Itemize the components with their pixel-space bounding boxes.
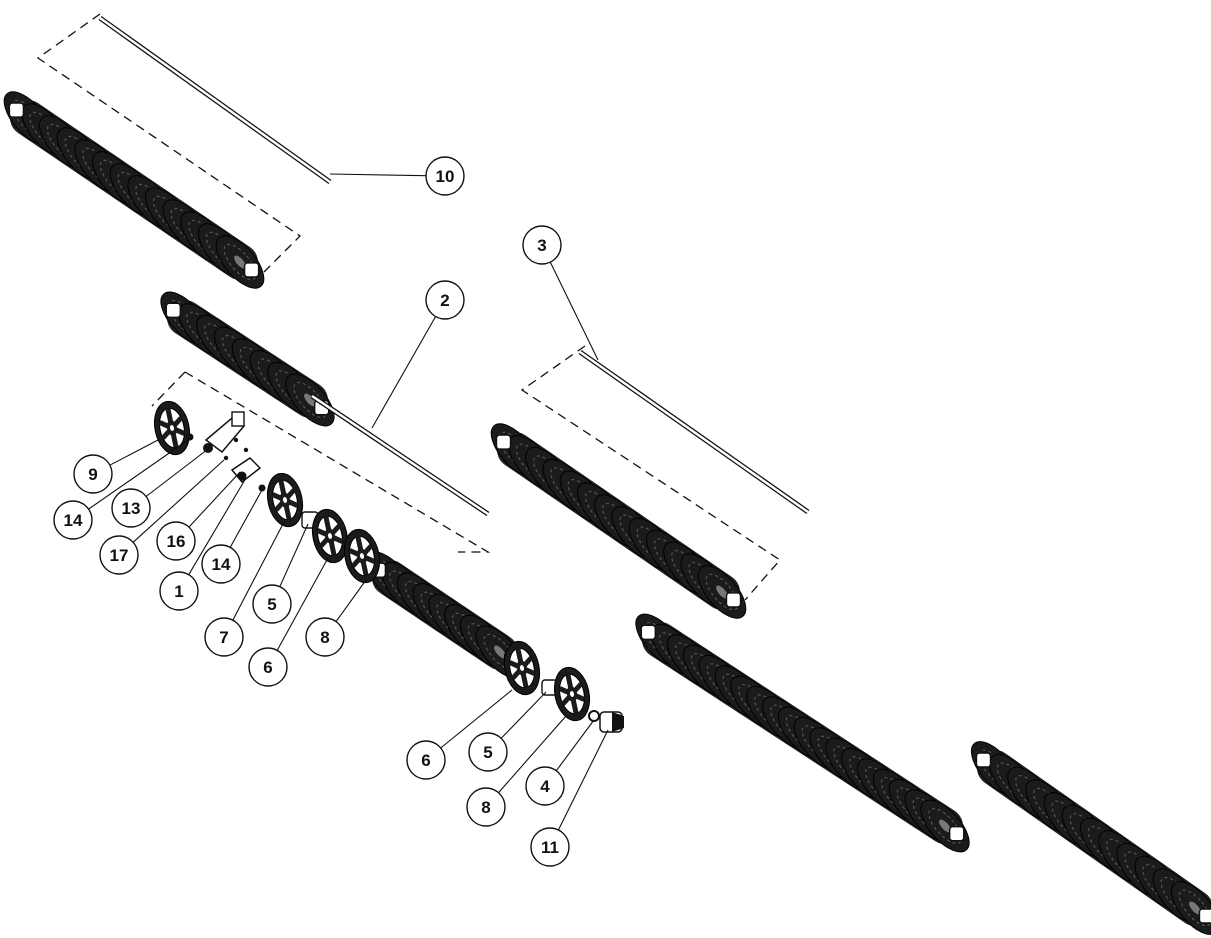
rotor-far-right	[962, 733, 1211, 938]
callout-c8a: 8	[305, 579, 367, 657]
callout-circle	[425, 280, 465, 320]
callout-leader-line	[557, 729, 609, 831]
callout-leader-line	[555, 719, 595, 772]
rotor-group	[0, 83, 1211, 938]
callout-circle	[201, 544, 241, 584]
callout-c17: 17	[99, 459, 225, 575]
shaft-2	[310, 393, 490, 517]
callout-label: 14	[64, 511, 83, 530]
rotor-right-long	[626, 605, 979, 861]
callout-label: 5	[267, 595, 276, 614]
rotor-right-upper	[482, 415, 755, 627]
callout-c1: 1	[159, 477, 247, 611]
sprocket-8b	[550, 664, 594, 724]
callout-c3: 3	[522, 225, 599, 361]
bracket-1	[230, 457, 262, 484]
callout-circle	[159, 571, 199, 611]
callout-c13: 13	[111, 445, 213, 528]
callout-c8b: 8	[466, 715, 567, 827]
callout-c7: 7	[204, 521, 285, 657]
callout-leader-line	[329, 173, 427, 177]
callout-circle	[522, 225, 562, 265]
cap-11	[599, 711, 624, 733]
bolt-hardware	[186, 433, 266, 492]
callout-label: 9	[88, 465, 97, 484]
callout-leader-line	[145, 445, 213, 497]
callout-label: 4	[540, 777, 550, 796]
callout-leader-line	[232, 521, 285, 621]
callout-leader-line	[109, 439, 159, 466]
callout-label: 14	[212, 555, 231, 574]
bracket-13	[203, 411, 246, 454]
callout-leader-line	[500, 691, 547, 739]
callout-circle	[466, 787, 506, 827]
shaft-3	[578, 349, 810, 515]
callout-group: 10 3 2 9 14 13 17 16 14 1 5 7 6 8 6 5 8 4 11	[53, 156, 609, 867]
callout-circle	[406, 740, 446, 780]
callout-c6b: 6	[406, 689, 513, 780]
callout-circle	[248, 647, 288, 687]
assembly-dashline-top	[36, 13, 302, 273]
callout-leader-line	[132, 459, 225, 543]
callout-label: 5	[483, 743, 492, 762]
callout-leader-line	[279, 523, 309, 587]
callout-circle	[99, 535, 139, 575]
callout-c5a: 5	[252, 523, 309, 624]
assembly-dashline-middle	[151, 371, 491, 553]
callout-label: 2	[440, 291, 449, 310]
callout-label: 10	[436, 167, 455, 186]
callout-leader-line	[88, 439, 189, 510]
assembly-dashline-right	[520, 345, 781, 601]
callout-label: 8	[320, 628, 329, 647]
callout-label: 11	[541, 838, 559, 857]
callout-circle	[530, 827, 570, 867]
callout-circle	[73, 454, 113, 494]
callout-leader-line	[549, 261, 599, 361]
callout-circle	[468, 732, 508, 772]
callout-leader-line	[440, 689, 513, 749]
callout-label: 1	[174, 582, 183, 601]
callout-label: 17	[110, 546, 129, 565]
callout-leader-line	[188, 471, 241, 528]
callout-circle	[305, 617, 345, 657]
callout-circle	[525, 766, 565, 806]
callout-circle	[156, 521, 196, 561]
callout-label: 8	[481, 798, 490, 817]
callout-c14a: 14	[53, 439, 189, 540]
callout-c2: 2	[371, 280, 465, 429]
callout-leader-line	[335, 579, 367, 622]
callout-label: 16	[167, 532, 186, 551]
rotor-middle-upper	[151, 283, 344, 435]
callout-c11: 11	[530, 729, 609, 867]
callout-label: 6	[263, 658, 272, 677]
rotor-top-left	[0, 83, 273, 297]
callout-label: 7	[219, 628, 228, 647]
callout-circle	[111, 488, 151, 528]
callout-leader-line	[188, 477, 247, 575]
callout-c6a: 6	[248, 557, 329, 687]
callout-circle	[252, 584, 292, 624]
callout-leader-line	[276, 557, 329, 651]
callout-c14b: 14	[201, 489, 263, 584]
callout-c5b: 5	[468, 691, 547, 772]
callout-label: 13	[122, 499, 141, 518]
callout-label: 6	[421, 751, 430, 770]
callout-circle	[53, 500, 93, 540]
washer-4	[588, 710, 600, 722]
sprocket-9	[150, 398, 194, 458]
callout-c16: 16	[156, 471, 241, 561]
callout-c10: 10	[329, 156, 465, 196]
callout-label: 3	[537, 236, 546, 255]
sprocket-7	[263, 470, 307, 530]
callout-circle	[425, 156, 465, 196]
callout-leader-line	[498, 715, 567, 794]
callout-c9: 9	[73, 439, 159, 494]
callout-leader-line	[371, 316, 437, 429]
callout-leader-line	[229, 489, 263, 548]
callout-c4: 4	[525, 719, 595, 806]
shaft-10	[98, 15, 332, 185]
callout-circle	[204, 617, 244, 657]
